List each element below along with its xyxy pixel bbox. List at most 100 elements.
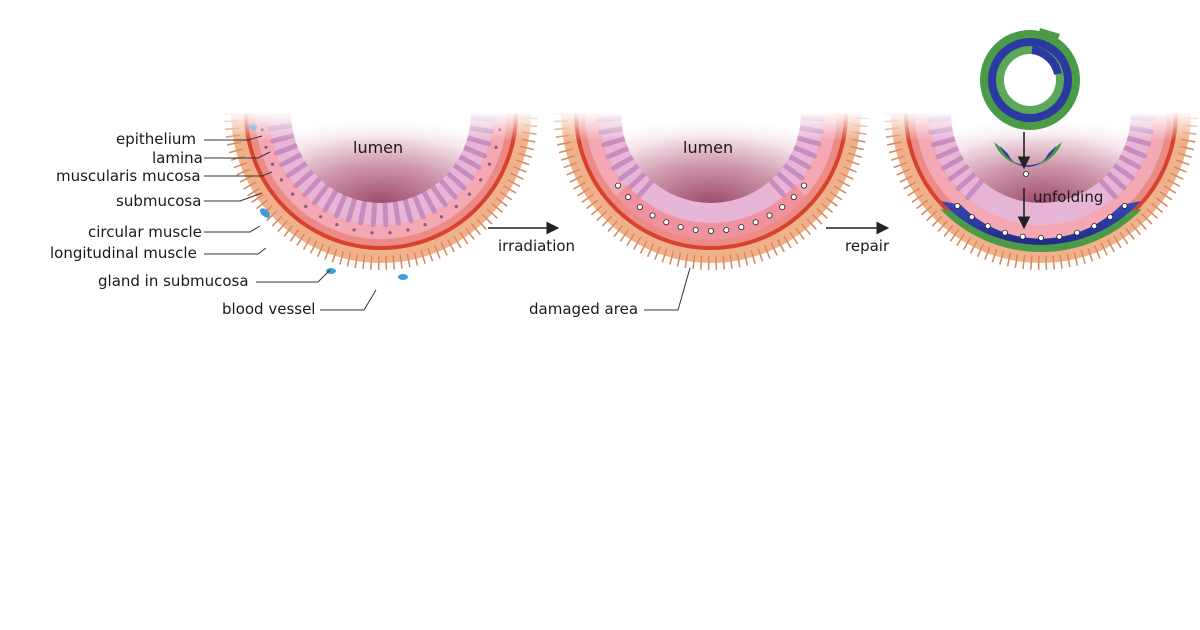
tissue-dot xyxy=(723,227,730,234)
epithelial-fold xyxy=(421,189,437,214)
epithelial-fold xyxy=(1098,177,1118,200)
tissue-dot xyxy=(487,162,492,166)
scaffold-flap xyxy=(1038,28,1060,44)
leader-submucosa xyxy=(204,192,263,202)
epithelial-fold xyxy=(322,188,339,213)
tissue-dot xyxy=(494,145,498,149)
lumen-label: lumen xyxy=(353,138,403,157)
partial-scaffold xyxy=(994,142,1062,177)
tissue-dot xyxy=(779,204,786,211)
label-submucosa: submucosa xyxy=(116,192,201,210)
epithelial-fold xyxy=(445,170,467,191)
tissue-dot xyxy=(801,182,808,189)
tissue-dot xyxy=(708,228,714,235)
epithelial-fold xyxy=(451,162,475,181)
epithelial-fold xyxy=(345,196,358,223)
panel-normal: lumen xyxy=(221,111,541,280)
tissue-dot xyxy=(738,224,745,231)
leader-circular-muscle xyxy=(204,225,261,233)
tissue-dot xyxy=(984,223,991,230)
epithelial-fold xyxy=(781,162,805,181)
tissue-dot xyxy=(304,204,308,209)
patch-markers xyxy=(954,202,1128,242)
top-fade xyxy=(221,111,541,141)
epithelial-fold xyxy=(617,163,641,182)
label-muscularis-mucosa: muscularis mucosa xyxy=(56,167,201,185)
epithelial-fold xyxy=(791,144,817,159)
tissue-dot xyxy=(692,227,699,234)
tissue-dot xyxy=(615,182,622,189)
panel-irradiated: lumen xyxy=(551,111,871,270)
tissue-dot xyxy=(968,214,975,221)
tissue-dot xyxy=(1121,202,1128,209)
tissue-dot xyxy=(270,162,275,166)
label-lamina: lamina xyxy=(152,149,203,167)
tissue-dot xyxy=(766,212,773,219)
tissue-dot xyxy=(423,223,427,227)
tissue-dot xyxy=(625,194,632,201)
leader-muscularis-mucosa xyxy=(204,171,273,177)
epithelial-fold xyxy=(302,176,323,198)
leader-blood-vessel xyxy=(320,289,377,311)
tissue-dot xyxy=(439,215,443,219)
epithelial-fold xyxy=(965,178,985,200)
epithelial-fold xyxy=(768,177,788,200)
epithelial-fold xyxy=(941,154,966,171)
epithelial-fold xyxy=(382,200,389,228)
tissue-dot xyxy=(954,202,961,209)
epithelial-fold xyxy=(461,144,487,159)
scaffold-curl xyxy=(1031,46,1062,76)
tissue-dot xyxy=(370,231,374,235)
epithelial-fold xyxy=(955,171,978,192)
epithelial-fold xyxy=(392,199,401,227)
epithelial-fold xyxy=(935,145,961,160)
epithelial-fold xyxy=(333,193,348,219)
repair-patch-blue xyxy=(941,201,1141,245)
tissue-dot xyxy=(790,194,797,201)
gland-in-submucosa xyxy=(326,268,336,274)
tissue-dot xyxy=(1091,223,1098,230)
tissue-dot xyxy=(677,224,684,231)
epithelial-fold xyxy=(1117,154,1142,170)
tissue-dot xyxy=(454,204,458,209)
epithelial-fold xyxy=(787,154,812,170)
label-repair: repair xyxy=(845,237,890,255)
tissue-dot xyxy=(264,145,268,149)
rolled-scaffold xyxy=(980,28,1080,130)
layer-labels: epithelium lamina muscularis mucosa subm… xyxy=(50,130,377,318)
epithelial-fold xyxy=(279,152,304,168)
epithelial-fold xyxy=(1111,162,1135,181)
panel-repaired xyxy=(881,111,1200,270)
partial-green xyxy=(994,142,1062,167)
gland-in-submucosa xyxy=(398,274,408,280)
epithelial-fold xyxy=(1105,170,1127,191)
scaffold-core xyxy=(1004,54,1056,106)
epithelial-fold xyxy=(285,160,309,179)
epithelial-fold xyxy=(273,142,300,156)
leader-gland xyxy=(256,269,331,283)
tissue-dot xyxy=(388,231,392,235)
epithelial-fold xyxy=(1121,144,1147,159)
epithelial-fold xyxy=(775,170,797,191)
tissue-dot xyxy=(663,219,670,226)
tissue-dot xyxy=(1001,229,1008,236)
epithelial-fold xyxy=(635,178,655,200)
epithelial-fold xyxy=(293,169,316,189)
epithelial-fold xyxy=(438,177,458,200)
label-unfolding: unfolding xyxy=(1033,188,1103,206)
epithelial-fold xyxy=(402,197,414,224)
epithelial-fold xyxy=(412,193,426,220)
epithelial-fold xyxy=(457,154,482,170)
leader-damaged-area xyxy=(644,267,691,311)
label-irradiation: irradiation xyxy=(498,237,575,255)
tissue-dot xyxy=(649,212,656,219)
top-fade xyxy=(551,111,871,141)
damaged-area xyxy=(616,185,806,240)
partial-marker xyxy=(1023,171,1029,177)
epithelial-fold xyxy=(430,184,448,208)
tissue-dot xyxy=(279,178,283,182)
tissue-dot xyxy=(1056,233,1063,240)
tissue-dot xyxy=(467,192,471,196)
tissue-dot xyxy=(479,178,483,182)
tissue-dot xyxy=(636,204,643,211)
